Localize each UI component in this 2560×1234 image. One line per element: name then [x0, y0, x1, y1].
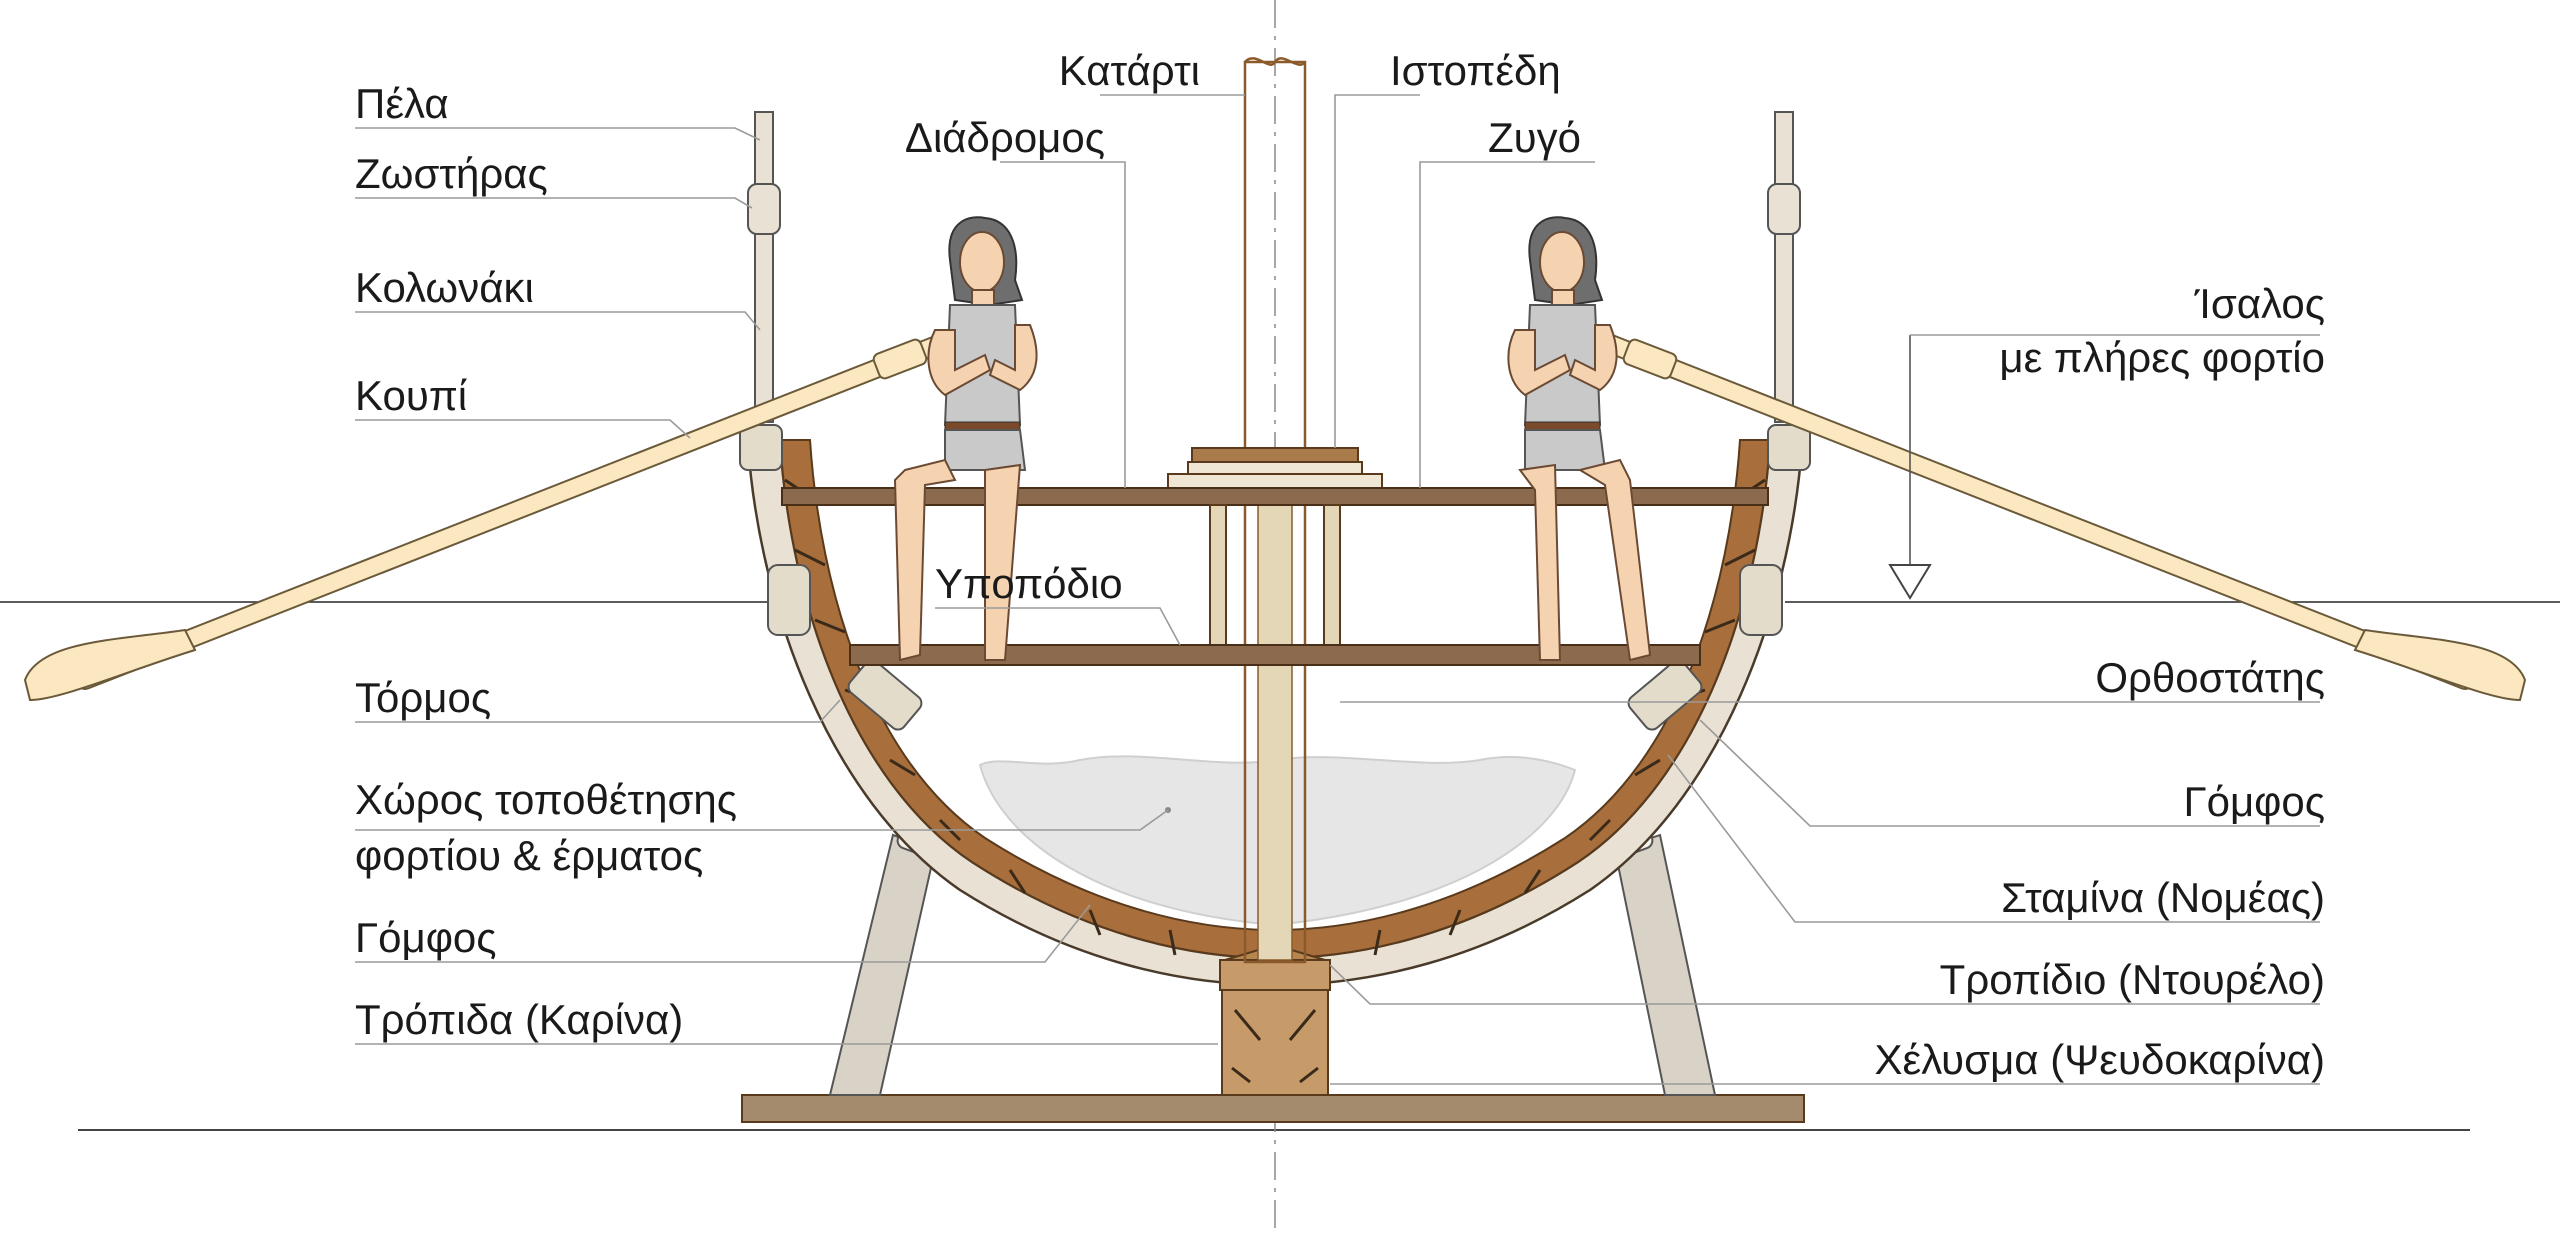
label-gomfos-left: Γόμφος: [355, 914, 497, 961]
false-keel: [1221, 989, 1329, 1096]
label-orthostatis: Ορθοστάτης: [2095, 654, 2325, 701]
label-koupi: Κουπί: [355, 372, 467, 419]
label-kolonaki: Κολωνάκι: [355, 264, 534, 311]
leader-kolonaki: [355, 311, 761, 331]
label-diadromos: Διάδρομος: [905, 114, 1105, 161]
label-gomfos-right: Γόμφος: [2183, 778, 2325, 825]
leader-zostiras: [355, 197, 753, 209]
label-pela: Πέλα: [355, 80, 449, 127]
label-ypopodio: Υποπόδιο: [935, 560, 1123, 607]
leader-gomfos-right: [1699, 719, 2320, 827]
label-tropida: Τρόπιδα (Καρίνα): [355, 996, 683, 1043]
footrest: [849, 644, 1701, 666]
thwart: [781, 487, 1769, 506]
left-rower-belt: [944, 421, 1021, 431]
keel-tenons: [1231, 1009, 1319, 1084]
right-stanchion: [1323, 504, 1341, 646]
mast-lower-hatch: [1257, 489, 1293, 961]
label-isalos-line1: Ίσαλος: [2194, 280, 2325, 327]
label-zygo: Ζυγό: [1488, 114, 1581, 161]
label-choros-line2: φορτίου & έρματος: [355, 832, 703, 879]
leader-stamina: [1667, 754, 2320, 923]
hull-frame-blocks: [739, 424, 1811, 731]
right-oar: [1555, 316, 2527, 702]
left-tholepin: [747, 111, 781, 423]
leader-gomfos-left: [355, 904, 1091, 963]
left-stanchion: [1209, 504, 1227, 646]
keel: [1219, 959, 1331, 991]
label-stamina: Σταμίνα (Νομέας): [2001, 874, 2325, 921]
label-istopedi: Ιστοπέδη: [1390, 47, 1561, 94]
right-tholepin: [1767, 111, 1801, 423]
mast-partner-mid: [1187, 461, 1363, 475]
leader-istopedi: [1334, 94, 1420, 448]
leader-diadromos: [1000, 161, 1126, 488]
right-rower: [1507, 216, 1652, 662]
left-support-strut: [828, 833, 937, 1096]
leader-koupi: [355, 419, 691, 439]
label-isalos-line2: με πλήρες φορτίο: [1999, 334, 2325, 381]
leader-choros: [355, 809, 1169, 831]
label-zostiras: Ζωστήρας: [355, 150, 548, 197]
right-support-strut: [1613, 833, 1717, 1096]
leader-ypopodio: [935, 607, 1181, 646]
leader-tropidio: [1329, 964, 2320, 1005]
mast-partner-top: [1191, 447, 1359, 463]
label-chelysma: Χέλυσμα (Ψευδοκαρίνα): [1874, 1036, 2325, 1083]
left-rower: [893, 216, 1038, 662]
label-katarti: Κατάρτι: [1059, 47, 1200, 94]
label-tropidio: Τροπίδιο (Ντουρέλο): [1940, 956, 2325, 1003]
left-oar: [23, 316, 995, 702]
label-choros-line1: Χώρος τοποθέτησης: [355, 776, 737, 823]
mast-top: [1244, 57, 1307, 66]
base-board: [741, 1094, 1805, 1123]
mast-partner-base: [1167, 473, 1383, 489]
leader-tormos: [355, 699, 841, 723]
waterline-marker-triangle: [1888, 564, 1932, 600]
right-rower-belt: [1524, 421, 1601, 431]
leader-pela: [355, 127, 761, 141]
label-tormos: Τόρμος: [355, 674, 491, 721]
leader-zygo: [1419, 161, 1595, 488]
